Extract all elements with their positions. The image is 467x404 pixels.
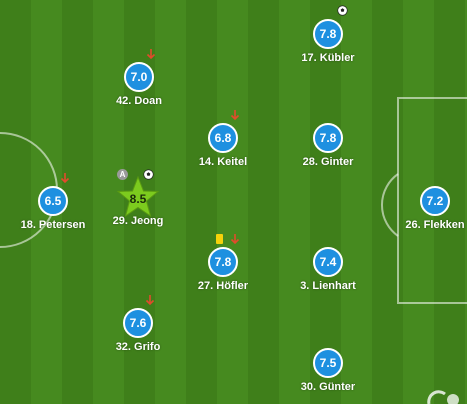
rating-badge: 6.5 bbox=[38, 186, 68, 216]
rating-badge: 7.8 bbox=[313, 19, 343, 49]
rating-badge: 7.0 bbox=[124, 62, 154, 92]
player-name: 3. Lienhart bbox=[300, 280, 356, 292]
player-ginter[interactable]: 7.8 28. Ginter bbox=[283, 109, 373, 175]
player-lienhart[interactable]: 7.4 3. Lienhart bbox=[283, 233, 373, 299]
ball-icon bbox=[337, 5, 348, 16]
player-name: 26. Flekken bbox=[405, 219, 465, 231]
penalty-box bbox=[397, 97, 467, 304]
ball-icon bbox=[143, 169, 154, 180]
player-name: 30. Günter bbox=[300, 381, 356, 393]
rating-badge: 7.5 bbox=[313, 348, 343, 378]
player-name: 18. Petersen bbox=[20, 219, 86, 231]
player-gunter[interactable]: 7.5 30. Günter bbox=[283, 334, 373, 400]
player-flekken[interactable]: 7.2 26. Flekken bbox=[390, 172, 467, 238]
rating-badge: 6.8 bbox=[208, 123, 238, 153]
rating-value: 8.5 bbox=[129, 192, 147, 206]
sub-off-arrow-icon bbox=[146, 49, 156, 60]
rating-badge: 7.6 bbox=[123, 308, 153, 338]
player-name: 28. Ginter bbox=[302, 156, 354, 168]
captain-icon: A bbox=[117, 169, 128, 180]
player-name: 42. Doan bbox=[116, 95, 162, 107]
player-jeong[interactable]: A 8.5 29. Jeong bbox=[93, 168, 183, 234]
rating-badge: 7.8 bbox=[208, 247, 238, 277]
player-name: 32. Grifo bbox=[115, 341, 161, 353]
player-name: 29. Jeong bbox=[112, 215, 164, 227]
player-petersen[interactable]: 6.5 18. Petersen bbox=[8, 172, 98, 238]
watermark-logo-icon bbox=[427, 390, 459, 404]
sub-off-arrow-icon bbox=[230, 234, 240, 245]
player-name: 14. Keitel bbox=[198, 156, 248, 168]
rating-badge: 7.8 bbox=[313, 123, 343, 153]
top-rated-star: 8.5 bbox=[116, 176, 160, 218]
player-grifo[interactable]: 7.6 32. Grifo bbox=[93, 294, 183, 360]
player-name: 17. Kübler bbox=[301, 52, 355, 64]
player-doan[interactable]: 7.0 42. Doan bbox=[94, 48, 184, 114]
sub-off-arrow-icon bbox=[145, 295, 155, 306]
player-keitel[interactable]: 6.8 14. Keitel bbox=[178, 109, 268, 175]
player-name: 27. Höfler bbox=[197, 280, 249, 292]
player-kubler[interactable]: 7.8 17. Kübler bbox=[283, 5, 373, 71]
sub-off-arrow-icon bbox=[60, 173, 70, 184]
sub-off-arrow-icon bbox=[230, 110, 240, 121]
yellow-card-icon bbox=[216, 234, 223, 244]
rating-badge: 7.2 bbox=[420, 186, 450, 216]
player-hofler[interactable]: 7.8 27. Höfler bbox=[178, 233, 268, 299]
penalty-arc bbox=[381, 173, 399, 237]
rating-badge: 7.4 bbox=[313, 247, 343, 277]
